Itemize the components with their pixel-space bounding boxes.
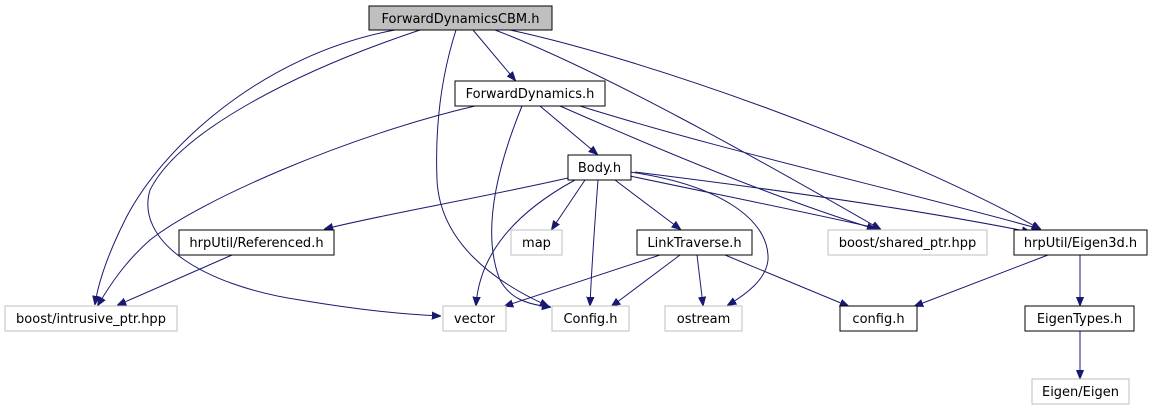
node-eigen-eigen[interactable]: Eigen/Eigen: [1031, 378, 1130, 405]
edge-body-map: [552, 179, 586, 229]
edge-root-vector: [147, 29, 440, 316]
svg-text:config.h: config.h: [852, 312, 904, 327]
edge-layer: [95, 29, 1080, 378]
edge-root-shared: [494, 29, 880, 229]
edge-root-intrusive: [95, 29, 396, 304]
node-linktraverse-h[interactable]: LinkTraverse.h: [636, 229, 753, 256]
edge-root-configCap: [436, 29, 548, 306]
node-layer: ForwardDynamicsCBM.h ForwardDynamics.h B…: [4, 5, 1148, 405]
svg-text:Config.h: Config.h: [563, 312, 617, 327]
edge-linktraverse-configCap: [612, 254, 681, 306]
node-ostream[interactable]: ostream: [664, 305, 743, 332]
edge-fd-intrusive: [98, 105, 476, 305]
edge-body-vector: [476, 179, 576, 305]
edge-linktraverse-config: [724, 254, 848, 306]
edge-referenced-intrusive: [118, 254, 233, 305]
node-boost-intrusive-ptr-hpp[interactable]: boost/intrusive_ptr.hpp: [4, 305, 178, 332]
svg-text:ostream: ostream: [677, 312, 731, 327]
svg-text:hrpUtil/Referenced.h: hrpUtil/Referenced.h: [189, 236, 323, 251]
svg-text:hrpUtil/Eigen3d.h: hrpUtil/Eigen3d.h: [1024, 236, 1137, 251]
edge-fd-body: [539, 105, 597, 154]
node-body-h[interactable]: Body.h: [567, 154, 632, 181]
edge-linktraverse-vector: [505, 254, 661, 306]
edge-body-eigen3d: [634, 171, 1030, 232]
edge-fd-eigen3d: [579, 105, 1040, 229]
edge-root-eigen3d: [509, 29, 1040, 229]
svg-text:vector: vector: [454, 312, 496, 327]
node-hrputil-eigen3d-h[interactable]: hrpUtil/Eigen3d.h: [1013, 229, 1148, 256]
node-forwarddynamics-h[interactable]: ForwardDynamics.h: [454, 80, 606, 107]
node-vector[interactable]: vector: [442, 305, 507, 332]
edge-linktraverse-ostream: [696, 254, 703, 305]
edge-fd-configCap: [491, 105, 550, 307]
edge-body-configCap: [590, 179, 599, 305]
edge-body-shared: [629, 175, 880, 229]
edge-body-ostream: [629, 171, 769, 305]
svg-text:ForwardDynamicsCBM.h: ForwardDynamicsCBM.h: [382, 12, 540, 27]
svg-text:boost/shared_ptr.hpp: boost/shared_ptr.hpp: [839, 236, 977, 251]
node-eigentypes-h[interactable]: EigenTypes.h: [1024, 305, 1135, 332]
svg-text:LinkTraverse.h: LinkTraverse.h: [647, 236, 741, 251]
svg-text:Eigen/Eigen: Eigen/Eigen: [1042, 385, 1119, 400]
edge-fd-shared: [559, 105, 875, 229]
node-hrputil-referenced-h[interactable]: hrpUtil/Referenced.h: [178, 229, 335, 256]
svg-text:Body.h: Body.h: [578, 161, 621, 176]
node-forwarddynamicscbm-h[interactable]: ForwardDynamicsCBM.h: [368, 5, 553, 31]
node-config-h-capital[interactable]: Config.h: [551, 305, 630, 332]
edge-body-referenced: [325, 177, 569, 229]
svg-text:boost/intrusive_ptr.hpp: boost/intrusive_ptr.hpp: [16, 312, 166, 327]
node-boost-shared-ptr-hpp[interactable]: boost/shared_ptr.hpp: [827, 229, 988, 256]
node-config-h[interactable]: config.h: [839, 305, 918, 332]
edge-body-linktraverse: [614, 179, 680, 229]
svg-text:EigenTypes.h: EigenTypes.h: [1037, 312, 1122, 327]
svg-text:ForwardDynamics.h: ForwardDynamics.h: [466, 87, 595, 102]
node-map[interactable]: map: [510, 229, 563, 256]
edge-root-fd: [472, 29, 515, 80]
svg-text:map: map: [522, 236, 551, 251]
edge-eigen3d-config: [915, 254, 1049, 306]
